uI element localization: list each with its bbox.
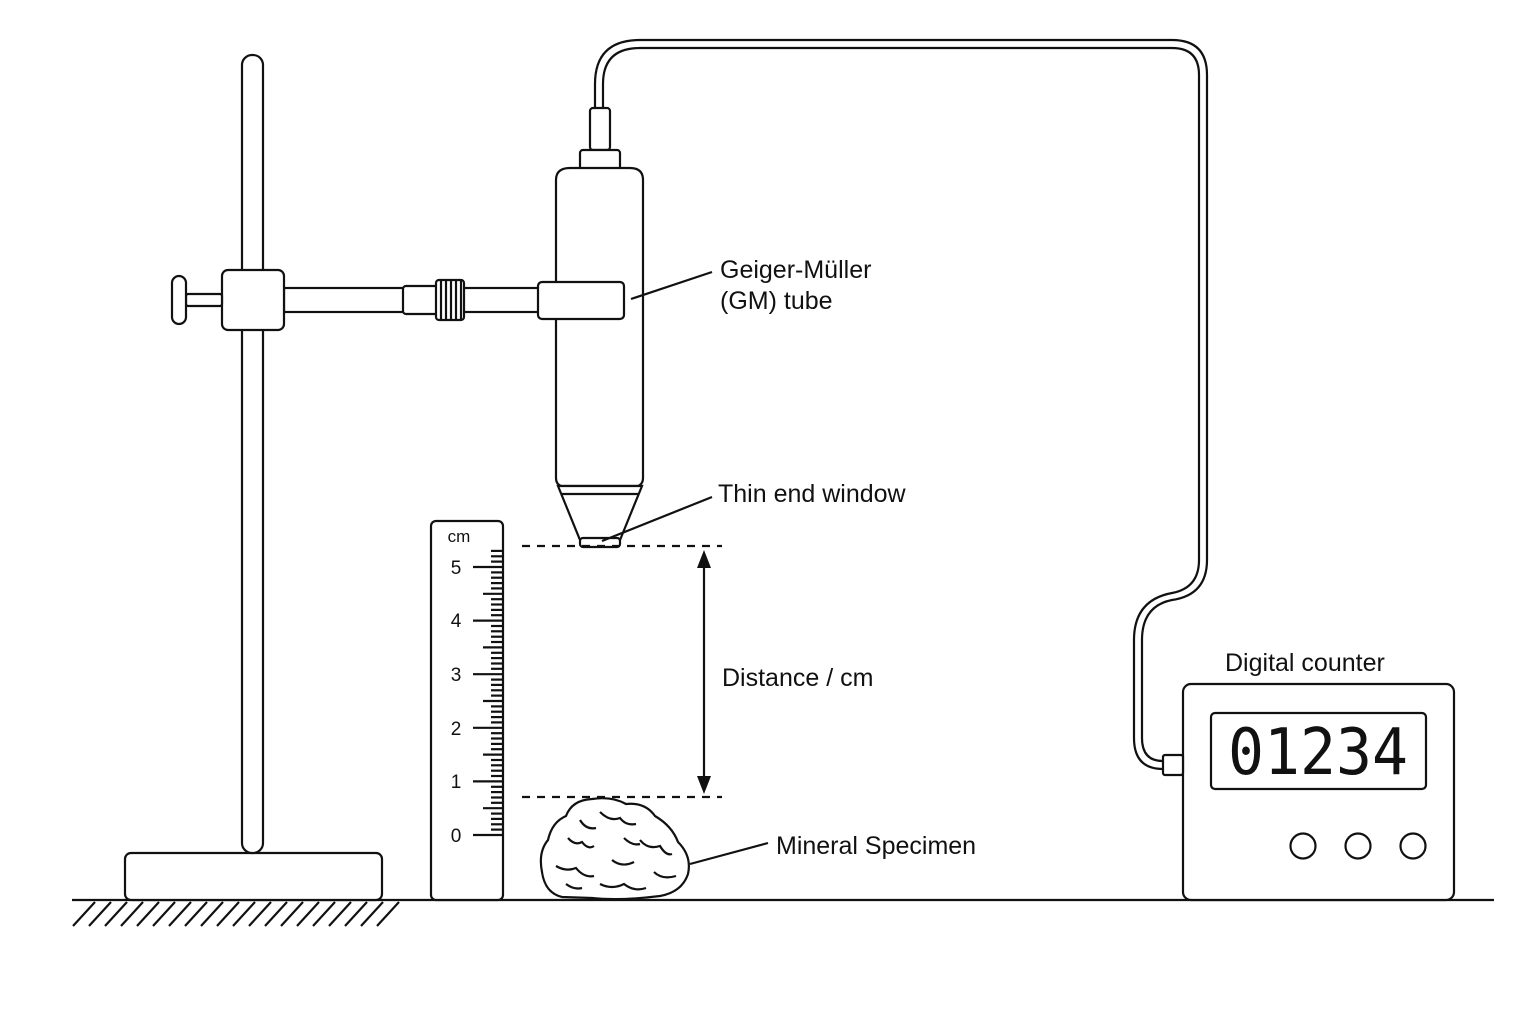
ground-hatch-line <box>328 901 352 927</box>
ground-hatch-line <box>280 901 304 927</box>
counter-reading: 01234 <box>1228 716 1408 790</box>
ground-hatch-line <box>120 901 144 927</box>
ground-hatch-line <box>216 901 240 927</box>
ground-hatch-line <box>360 901 384 927</box>
ground-hatch-line <box>312 901 336 927</box>
counter-input-socket <box>1161 753 1185 777</box>
ground-hatch-line <box>184 901 208 927</box>
ground-hatch-line <box>232 901 256 927</box>
ground-hatch-line <box>376 901 400 927</box>
stand-base <box>123 851 384 902</box>
ground-hatch-line <box>88 901 112 927</box>
ruler-icon: cm 0 1 2 3 4 5 <box>429 519 505 902</box>
cable <box>593 38 1209 763</box>
ruler-tick-label: 4 <box>451 611 462 632</box>
ruler-tick-label: 2 <box>451 719 462 740</box>
ground-hatch-line <box>136 901 160 927</box>
tube-clamp <box>536 280 626 321</box>
counter-display <box>1209 711 1428 791</box>
window-label: Thin end window <box>718 480 907 508</box>
counter-button-3[interactable] <box>1399 832 1427 860</box>
ruler-unit-label: cm <box>448 527 471 546</box>
boss-head <box>220 268 286 332</box>
ground-hatch-line <box>296 901 320 927</box>
bench-surface <box>72 898 1494 927</box>
distance-label: Distance / cm <box>722 664 873 692</box>
stand-rod <box>240 53 265 855</box>
mineral-specimen <box>539 797 690 901</box>
ruler-body <box>429 519 505 902</box>
ruler-tick-label: 5 <box>451 558 462 579</box>
ruler-tick-label: 0 <box>451 826 462 847</box>
counter-label: Digital counter <box>1225 649 1385 677</box>
ground-hatch-line <box>200 901 224 927</box>
window-leader <box>601 495 713 543</box>
ruler-tick-label: 3 <box>451 665 462 686</box>
gm-tube-leader <box>630 270 713 301</box>
gm-tube-icon <box>536 106 645 549</box>
ground-hatch-line <box>344 901 368 927</box>
ruler-tick-label: 1 <box>451 772 462 793</box>
specimen-label: Mineral Specimen <box>776 832 976 860</box>
ground-hatch-line <box>248 901 272 927</box>
tube-body <box>554 166 645 488</box>
ground-hatch-line <box>264 901 288 927</box>
rock-icon <box>539 797 690 901</box>
distance-arrow-icon <box>697 550 711 794</box>
ground-hatch-line <box>152 901 176 927</box>
specimen-leader <box>689 841 769 866</box>
ground-hatch-line <box>168 901 192 927</box>
digital-counter-icon: 01234 <box>1161 682 1456 902</box>
ground-hatch-line <box>104 901 128 927</box>
gm-tube-label-line2: (GM) tube <box>720 287 833 315</box>
thumb-screw <box>184 292 224 308</box>
clamp-arm <box>282 286 406 314</box>
gm-tube-label-line1: Geiger-Müller <box>720 256 871 284</box>
tube-connector <box>588 106 612 152</box>
counter-button-1[interactable] <box>1289 832 1317 860</box>
ground-hatch-line <box>72 901 96 927</box>
retort-stand-icon <box>123 53 542 902</box>
counter-button-2[interactable] <box>1344 832 1372 860</box>
